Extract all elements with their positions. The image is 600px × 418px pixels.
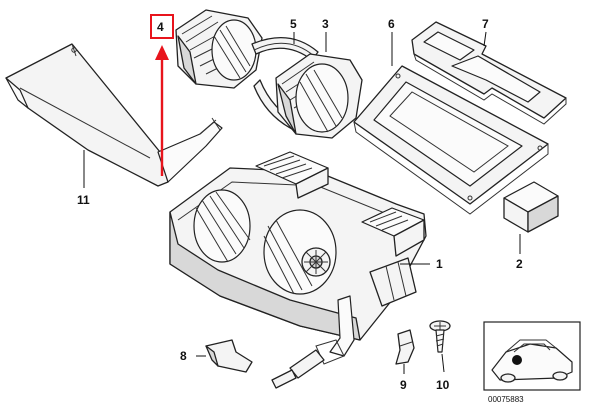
callout-4: 4 bbox=[157, 20, 164, 34]
callout-8: 8 bbox=[180, 349, 187, 363]
vehicle-location-inset bbox=[483, 321, 581, 391]
part-4-blower-wheel[interactable] bbox=[175, 9, 263, 89]
callout-9: 9 bbox=[400, 378, 407, 392]
callout-6: 6 bbox=[388, 17, 395, 31]
location-marker-icon bbox=[512, 355, 522, 365]
part-2-resistor[interactable] bbox=[503, 181, 559, 233]
leader-lines bbox=[83, 31, 521, 374]
callout-11: 11 bbox=[77, 193, 90, 207]
part-3-blower-housing[interactable] bbox=[275, 53, 363, 139]
part-11-cover-panel[interactable] bbox=[5, 43, 223, 187]
part-6-filter-frame[interactable] bbox=[353, 65, 549, 215]
callout-3: 3 bbox=[322, 17, 329, 31]
part-1-blower-housing-assembly[interactable] bbox=[169, 151, 427, 389]
part-4-highlight bbox=[150, 14, 174, 176]
part-10-screw[interactable] bbox=[429, 320, 451, 353]
callout-labels: 4 5 3 6 7 11 2 1 8 9 10 bbox=[77, 17, 523, 392]
part-8-clip[interactable] bbox=[205, 339, 253, 373]
callout-10: 10 bbox=[436, 378, 450, 392]
part-7-gasket[interactable] bbox=[411, 21, 567, 125]
callout-2: 2 bbox=[516, 257, 523, 271]
callout-7: 7 bbox=[482, 17, 489, 31]
part-9-bracket[interactable] bbox=[395, 329, 415, 365]
callout-1: 1 bbox=[436, 257, 443, 271]
catalog-number: 00075883 bbox=[488, 395, 524, 404]
callout-5: 5 bbox=[290, 17, 297, 31]
